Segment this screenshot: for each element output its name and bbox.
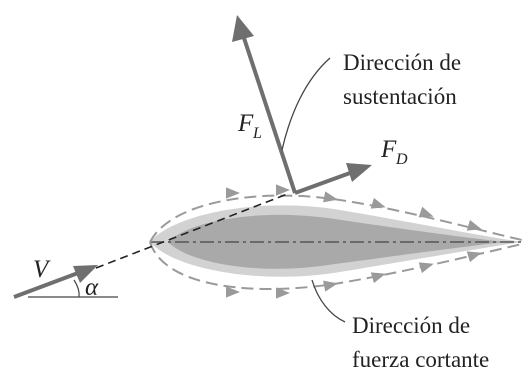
velocity-arrow (13, 265, 98, 299)
upper-flow-line (149, 184, 523, 243)
drag-force-arrow (294, 163, 372, 195)
freestream-line (95, 192, 291, 269)
airfoil (150, 205, 522, 277)
angle-symbol: α (85, 274, 99, 301)
lift-force-symbol: F (237, 110, 254, 137)
shear-leader-line (311, 279, 346, 323)
lower-flow-line (149, 241, 523, 299)
angle-arc (73, 279, 80, 298)
shear-direction-label-line2: fuerza cortante (352, 347, 489, 372)
lift-force-subscript: L (252, 125, 262, 142)
drag-force-symbol: F (380, 136, 397, 163)
velocity-symbol: V (33, 256, 51, 283)
lift-direction-label-line2: sustentación (343, 84, 457, 109)
lift-leader-line (281, 57, 331, 151)
lift-force-arrow (232, 15, 297, 194)
lift-direction-label-line1: Dirección de (343, 50, 461, 75)
drag-force-subscript: D (395, 151, 408, 168)
shear-direction-label-line1: Dirección de (352, 313, 470, 338)
